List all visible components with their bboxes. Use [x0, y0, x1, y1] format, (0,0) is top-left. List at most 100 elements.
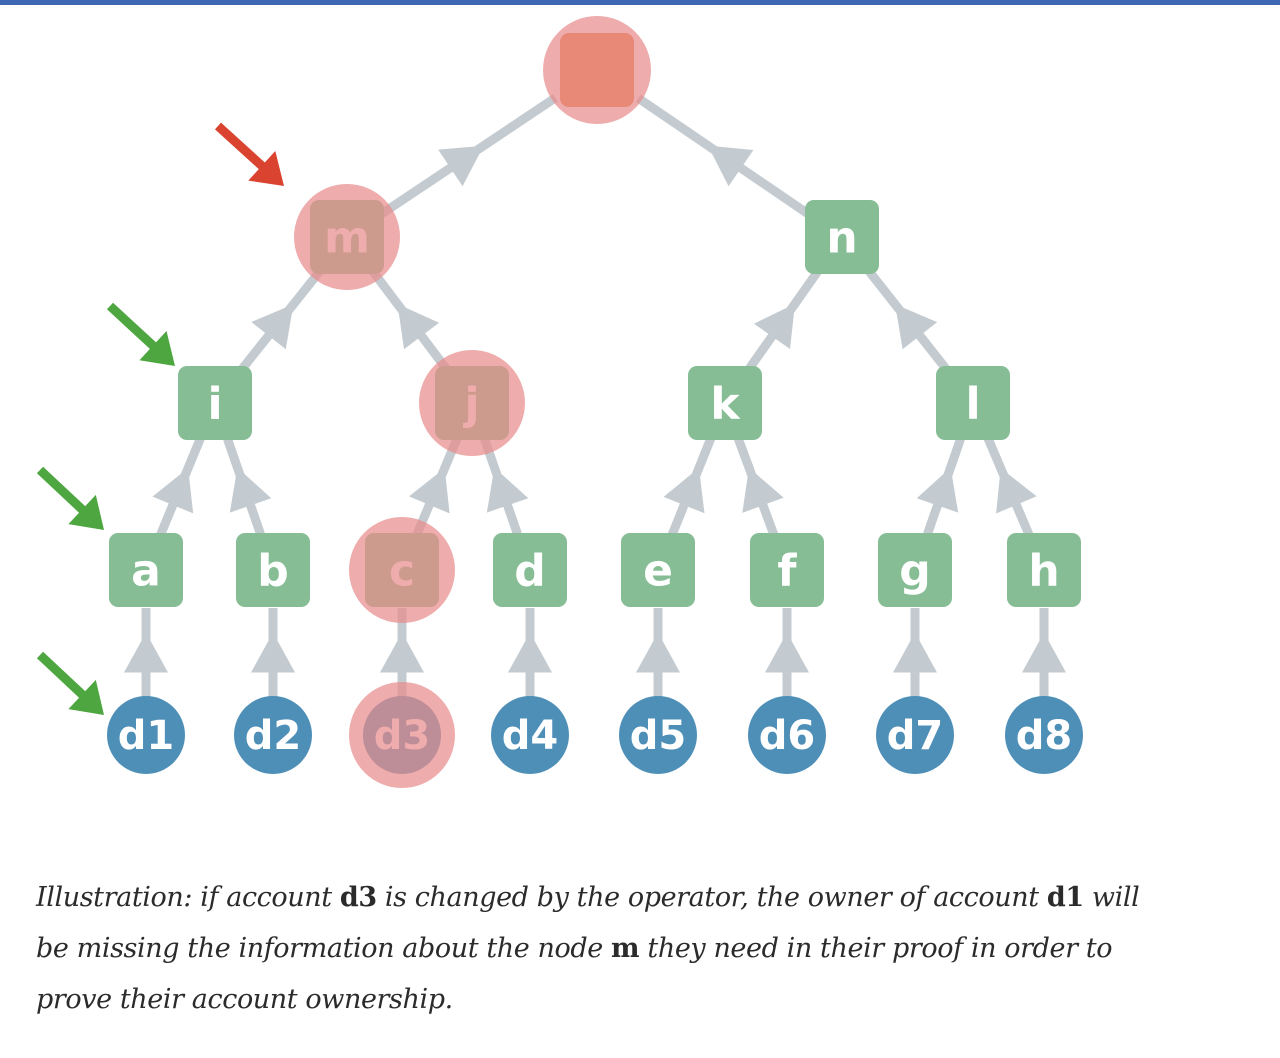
arrowhead-c-j [409, 468, 450, 514]
arrowhead-e-k [663, 467, 705, 514]
node-label-n: n [826, 213, 857, 264]
node-g: g [878, 533, 952, 607]
arrowhead-l-n [895, 304, 938, 350]
node-e: e [621, 533, 695, 607]
highlight-d3 [349, 682, 455, 788]
arrowhead-d5-e [636, 632, 680, 673]
arrowhead-f-k [742, 467, 784, 513]
node-label-d6: d6 [759, 713, 815, 759]
arrowhead-n-root [707, 145, 754, 187]
highlight-m [294, 184, 400, 290]
pointers-layer [36, 122, 284, 715]
highlight-c [349, 517, 455, 623]
node-shape-d1 [107, 696, 185, 774]
node-shape-n [805, 200, 879, 274]
arrowhead-g-l [916, 467, 959, 513]
node-d6: d6 [748, 696, 826, 774]
figure-caption: Illustration: if account d3 is changed b… [36, 872, 1146, 1025]
arrowhead-a-i [152, 468, 194, 514]
node-f: f [750, 533, 824, 607]
node-shape-k [688, 366, 762, 440]
node-label-d5: d5 [630, 713, 686, 759]
node-label-d4: d4 [502, 713, 558, 759]
node-shape-g [878, 533, 952, 607]
pointer-head-d1 [68, 679, 104, 715]
arrowhead-d8-h [1022, 632, 1066, 673]
arrowhead-b-i [229, 467, 272, 513]
node-d1: d1 [107, 696, 185, 774]
node-shape-d2 [234, 696, 312, 774]
highlight-root [543, 16, 651, 124]
node-shape-l [936, 366, 1010, 440]
node-shape-d [493, 533, 567, 607]
pointer-shaft-i [106, 302, 159, 352]
pointer-shaft-d1 [36, 651, 89, 701]
node-l: l [936, 366, 1010, 440]
node-d4: d4 [491, 696, 569, 774]
node-n: n [805, 200, 879, 274]
pointer-head-i [139, 331, 175, 366]
node-shape-d6 [748, 696, 826, 774]
caption-text-3: will be missing the information about th… [36, 882, 1140, 964]
caption-account-d3: d3 [339, 882, 377, 913]
caption-text-4: they need in their proof in order to pro… [36, 933, 1113, 1015]
arrowhead-d4-d [508, 632, 552, 673]
node-shape-d7 [876, 696, 954, 774]
arrowhead-d7-g [893, 632, 937, 673]
arrowhead-k-n [754, 303, 795, 349]
node-label-d1: d1 [118, 713, 174, 759]
arrowhead-h-l [996, 468, 1037, 514]
node-label-i: i [207, 379, 222, 430]
nodes-layer: mnijklabcdefghd1d2d3d4d5d6d7d8 [107, 33, 1083, 774]
node-label-l: l [965, 379, 980, 430]
node-label-d8: d8 [1016, 713, 1072, 759]
node-a: a [109, 533, 183, 607]
pointer-arrow-i [106, 302, 175, 366]
pointer-shaft-a [36, 466, 89, 516]
node-label-d2: d2 [245, 713, 301, 759]
node-shape-h [1007, 533, 1081, 607]
node-shape-e [621, 533, 695, 607]
pointer-head-m [248, 151, 284, 186]
node-label-b: b [257, 546, 289, 597]
pointer-arrow-m [214, 122, 284, 186]
node-h: h [1007, 533, 1081, 607]
merkle-tree-diagram: mnijklabcdefghd1d2d3d4d5d6d7d8 [36, 16, 1083, 788]
top-border [0, 0, 1280, 5]
arrowhead-m-root [438, 145, 484, 187]
arrowhead-d2-b [251, 632, 295, 673]
node-d8: d8 [1005, 696, 1083, 774]
highlights-layer [294, 16, 651, 788]
arrowhead-d3-c [380, 632, 424, 673]
node-shape-f [750, 533, 824, 607]
caption-text-1: Illustration: if account [36, 882, 340, 913]
node-shape-i [178, 366, 252, 440]
node-shape-d5 [619, 696, 697, 774]
node-d7: d7 [876, 696, 954, 774]
node-label-k: k [710, 379, 741, 430]
caption-node-m: m [611, 933, 640, 964]
arrowhead-j-m [397, 304, 440, 350]
pointer-arrow-a [36, 466, 104, 530]
arrowhead-d1-a [124, 632, 168, 673]
node-shape-a [109, 533, 183, 607]
node-label-f: f [777, 546, 797, 597]
node-d: d [493, 533, 567, 607]
caption-account-d1: d1 [1046, 882, 1084, 913]
node-label-d: d [514, 546, 546, 597]
node-d2: d2 [234, 696, 312, 774]
node-i: i [178, 366, 252, 440]
arrowhead-d-j [486, 467, 529, 513]
node-label-g: g [899, 546, 931, 597]
node-label-a: a [131, 546, 161, 597]
node-shape-d8 [1005, 696, 1083, 774]
arrowhead-i-m [251, 304, 294, 350]
node-label-e: e [643, 546, 673, 597]
node-d5: d5 [619, 696, 697, 774]
node-b: b [236, 533, 310, 607]
node-shape-d4 [491, 696, 569, 774]
arrowhead-d6-f [765, 632, 809, 673]
pointer-arrow-d1 [36, 651, 104, 715]
node-shape-b [236, 533, 310, 607]
caption-text-2: is changed by the operator, the owner of… [376, 882, 1047, 913]
